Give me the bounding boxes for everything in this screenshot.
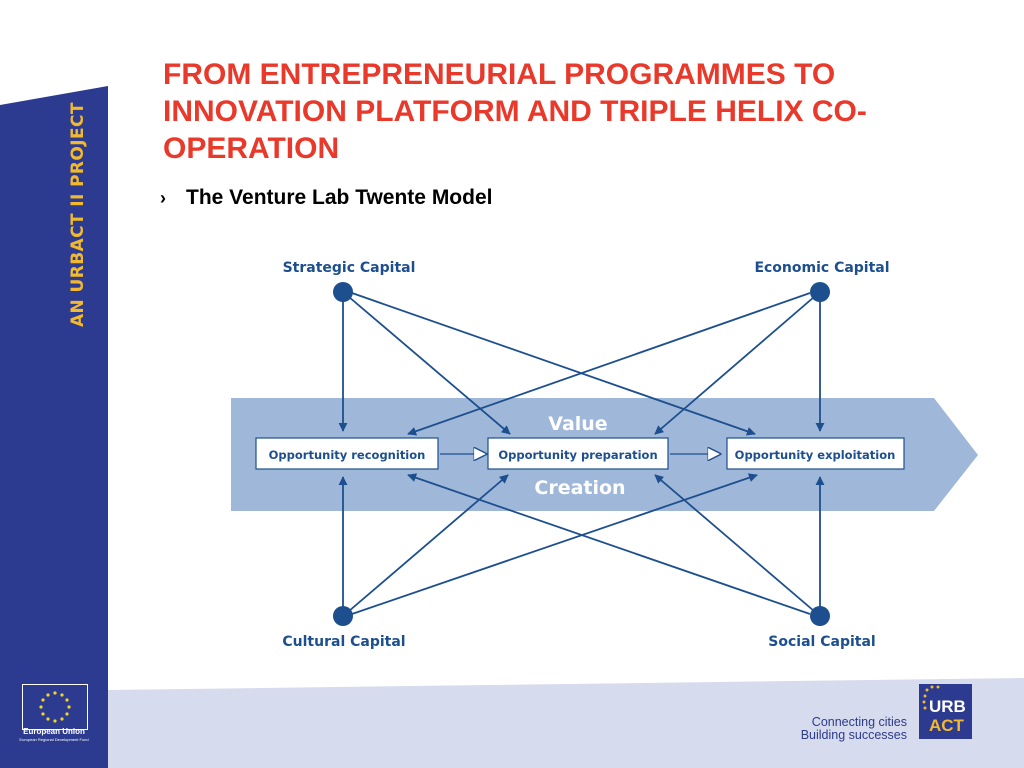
node-cultural-capital [333, 606, 353, 626]
label-economic-capital: Economic Capital [754, 260, 889, 276]
node-social-capital [810, 606, 830, 626]
label-social-capital: Social Capital [768, 634, 875, 650]
arrow-word-creation: Creation [534, 477, 625, 499]
stage-label-recognition: Opportunity recognition [269, 448, 426, 462]
node-strategic-capital [333, 282, 353, 302]
arrow-word-value: Value [548, 413, 607, 435]
subtitle-text: The Venture Lab Twente Model [186, 186, 493, 209]
capital-connections [338, 292, 825, 615]
urbact-logo [919, 684, 972, 739]
label-cultural-capital: Cultural Capital [282, 634, 405, 650]
eu-stars-icon [23, 685, 87, 729]
tagline: Connecting cities Building successes [780, 716, 907, 742]
label-strategic-capital: Strategic Capital [283, 260, 416, 276]
tagline-line-2: Building successes [800, 728, 907, 742]
node-economic-capital [810, 282, 830, 302]
logo-stars-icon [922, 685, 940, 710]
logo-text-urb: URB [929, 697, 966, 716]
logo-text-act: ACT [929, 716, 964, 735]
subtitle: › The Venture Lab Twente Model [160, 186, 492, 210]
stage-label-preparation: Opportunity preparation [498, 448, 657, 462]
tagline-line-1: Connecting cities [811, 715, 907, 729]
stage-label-exploitation: Opportunity exploitation [735, 448, 896, 462]
bullet-icon: › [160, 187, 166, 208]
slide-title: FROM ENTREPRENEURIAL PROGRAMMES TO INNOV… [163, 58, 867, 165]
stage-box-preparation [487, 437, 669, 470]
eu-label: European Union [23, 727, 85, 736]
eu-flag [22, 684, 88, 730]
stage-box-exploitation [726, 437, 905, 470]
eu-sublabel: European Regional Development Fund [19, 737, 89, 742]
stage-box-recognition [255, 437, 439, 470]
